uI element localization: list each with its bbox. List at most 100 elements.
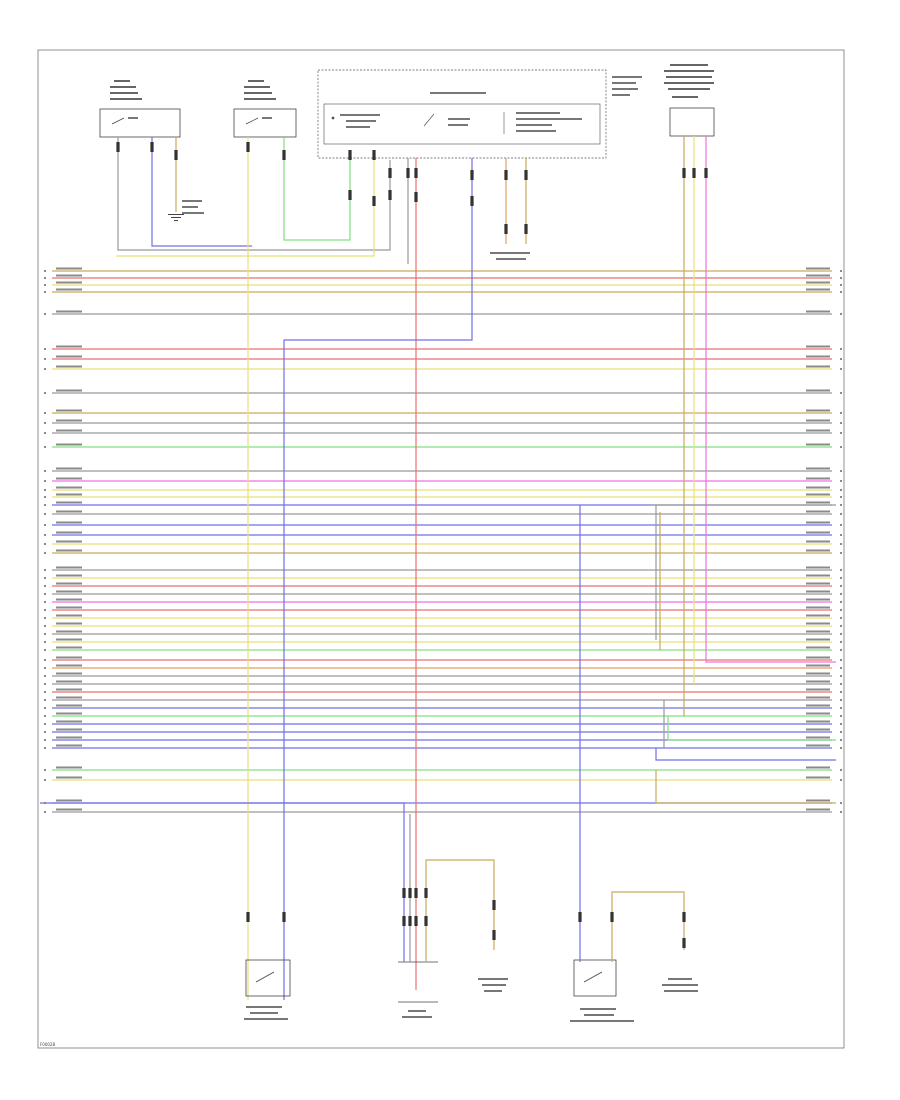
pin-number xyxy=(840,585,842,587)
wire-label xyxy=(56,799,82,802)
pin-number xyxy=(840,723,842,725)
pin-number xyxy=(44,543,46,545)
pin-number xyxy=(840,659,842,661)
wire-label xyxy=(56,501,82,504)
pin-number xyxy=(840,284,842,286)
pin-number xyxy=(44,699,46,701)
wire-rows xyxy=(52,267,832,813)
left-door-component xyxy=(99,78,181,138)
wire-label xyxy=(56,766,82,769)
pin-number xyxy=(44,769,46,771)
wire-label xyxy=(56,744,82,747)
wire-label xyxy=(56,355,82,358)
pin-number xyxy=(44,675,46,677)
wire-label xyxy=(56,672,82,675)
wire-label xyxy=(806,521,830,524)
pin-number xyxy=(840,392,842,394)
pin-number xyxy=(840,496,842,498)
bottom-center-component xyxy=(398,859,508,1018)
pin-number xyxy=(840,811,842,813)
connector-pin xyxy=(414,192,418,202)
pin-number xyxy=(44,480,46,482)
wire-label xyxy=(806,646,830,649)
wire-label xyxy=(56,310,82,313)
ground-symbol xyxy=(168,200,204,221)
wire-label xyxy=(56,614,82,617)
connector-pin xyxy=(408,916,412,926)
pin-number xyxy=(44,731,46,733)
top-wires xyxy=(116,136,836,1000)
pin-number xyxy=(44,802,46,804)
pin-number xyxy=(44,683,46,685)
bottom-wires xyxy=(40,504,836,962)
wire-label xyxy=(806,510,830,513)
pin-number xyxy=(44,609,46,611)
wire-label xyxy=(56,736,82,739)
wire-label xyxy=(56,288,82,291)
pin-number xyxy=(840,446,842,448)
pin-number xyxy=(44,422,46,424)
wire-label xyxy=(806,574,830,577)
connector-pin xyxy=(348,190,352,200)
pin-number xyxy=(44,649,46,651)
wire-label xyxy=(56,531,82,534)
pin-number xyxy=(840,432,842,434)
pin-number xyxy=(44,739,46,741)
right-door-component xyxy=(233,80,297,138)
wire-label xyxy=(806,419,830,422)
wire-label xyxy=(806,389,830,392)
wire-label xyxy=(806,766,830,769)
wire-label xyxy=(806,467,830,470)
control-unit-ground-label xyxy=(490,252,530,260)
connector-pin xyxy=(116,142,120,152)
wire-label xyxy=(806,622,830,625)
wire-label xyxy=(56,419,82,422)
pin-number xyxy=(44,811,46,813)
pin-numbers xyxy=(44,270,842,813)
wire-label xyxy=(56,510,82,513)
wire-label xyxy=(806,712,830,715)
connector-pin xyxy=(470,170,474,180)
wire-label xyxy=(806,582,830,585)
pin-number xyxy=(44,779,46,781)
pin-number xyxy=(840,625,842,627)
connector-pin xyxy=(524,224,528,234)
wire-label xyxy=(806,267,830,270)
connector-pin xyxy=(414,888,418,898)
wire-label xyxy=(806,614,830,617)
connector-pin xyxy=(424,916,428,926)
pin-number xyxy=(840,470,842,472)
connector-pin xyxy=(524,170,528,180)
pin-number xyxy=(44,412,46,414)
wire-label xyxy=(56,680,82,683)
wire-label xyxy=(806,501,830,504)
wire-label xyxy=(806,281,830,284)
wire-label xyxy=(56,646,82,649)
pin-number xyxy=(44,552,46,554)
wire-label xyxy=(56,493,82,496)
connector-pin xyxy=(372,150,376,160)
connector-pin xyxy=(414,916,418,926)
pin-number xyxy=(840,779,842,781)
pin-number xyxy=(840,601,842,603)
pin-number xyxy=(840,593,842,595)
pin-number xyxy=(840,569,842,571)
wire-label xyxy=(56,274,82,277)
wire-label xyxy=(806,736,830,739)
pin-number xyxy=(840,412,842,414)
wire-label xyxy=(806,429,830,432)
wire-label xyxy=(806,274,830,277)
connector-pins xyxy=(116,142,708,948)
wire-label xyxy=(806,656,830,659)
wire-label xyxy=(56,606,82,609)
wire-label xyxy=(56,429,82,432)
wire-label xyxy=(56,467,82,470)
pin-number xyxy=(840,649,842,651)
pin-number xyxy=(840,667,842,669)
pin-number xyxy=(44,667,46,669)
pin-number xyxy=(840,422,842,424)
wire-label xyxy=(56,776,82,779)
connector-pin xyxy=(610,912,614,922)
pin-number xyxy=(840,769,842,771)
